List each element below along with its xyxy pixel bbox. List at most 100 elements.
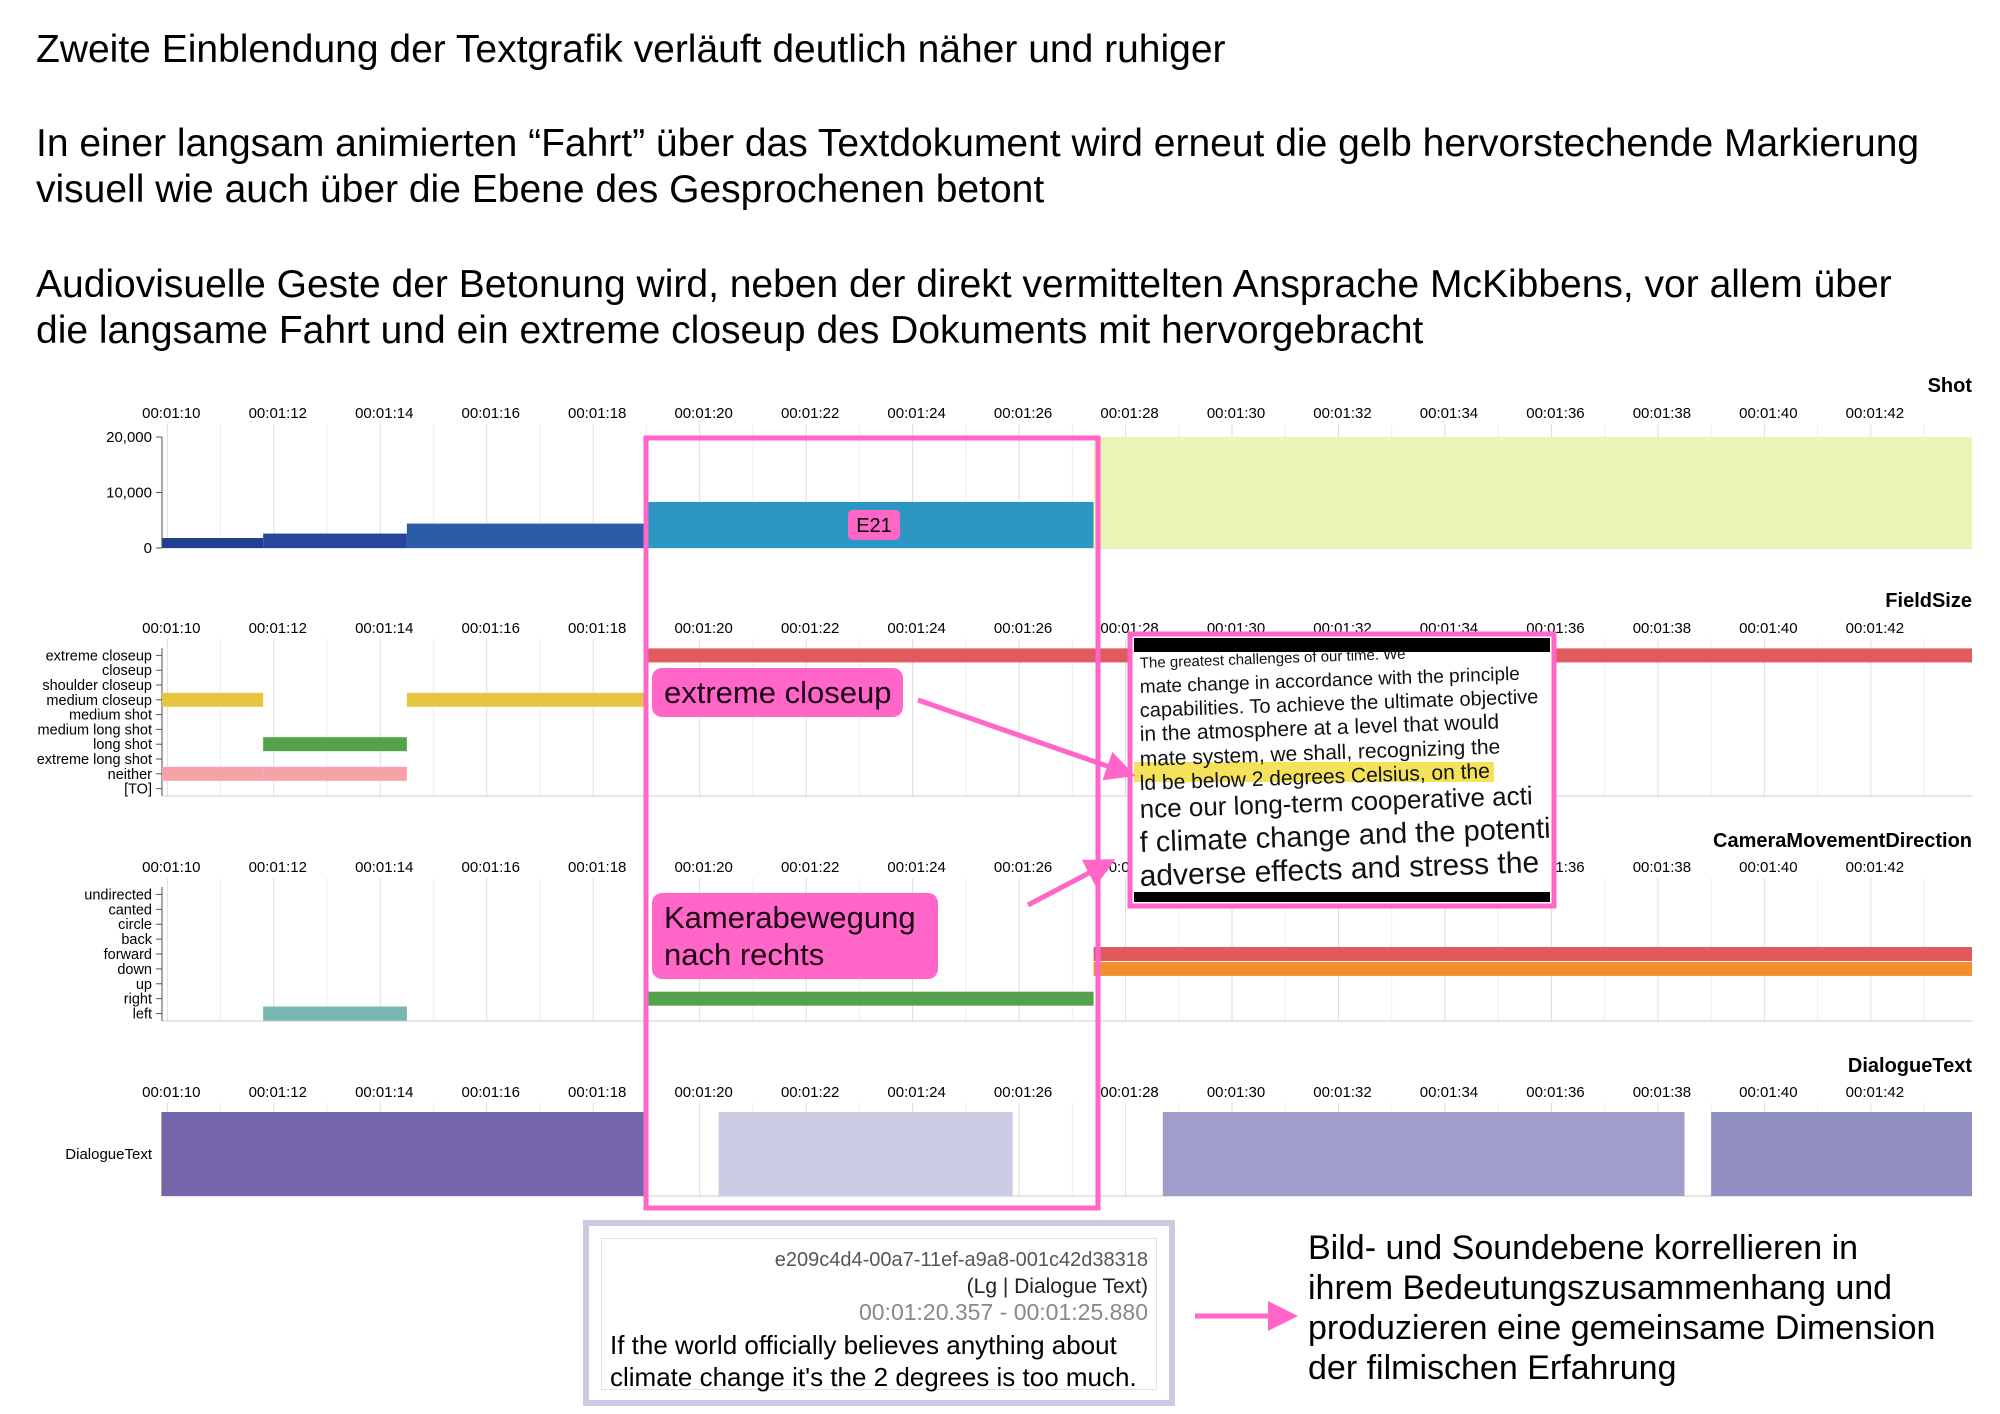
category-label: right [124, 992, 152, 1008]
category-label: down [117, 962, 152, 978]
category-label: [TO] [124, 782, 152, 798]
bar-label: E21 [856, 515, 892, 537]
category-label: forward [104, 947, 152, 963]
category-segment [263, 737, 407, 752]
category-label: extreme closeup [46, 648, 152, 664]
callout-arrow [1026, 859, 1116, 908]
time-tick-label: 00:01:24 [887, 405, 945, 422]
category-segment [263, 1006, 407, 1021]
time-tick-label: 00:01:16 [462, 859, 520, 876]
time-tick-label: 00:01:38 [1633, 405, 1691, 422]
time-tick-label: 00:01:26 [994, 620, 1052, 637]
time-tick-label: 00:01:42 [1846, 1084, 1904, 1101]
time-tick-label: 00:01:26 [994, 859, 1052, 876]
time-tick-label: 00:01:18 [568, 1084, 626, 1101]
category-label: canted [108, 902, 152, 918]
shot-bar [263, 533, 407, 548]
callout-camera-right: Kamerabewegung nach rechts [652, 893, 938, 979]
time-tick-label: 00:01:42 [1846, 859, 1904, 876]
time-tick-label: 00:01:20 [674, 1084, 732, 1101]
category-segment [406, 692, 647, 707]
category-label: medium closeup [46, 693, 152, 709]
paragraph-line: Audiovisuelle Geste der Betonung wird, n… [36, 263, 1892, 306]
time-tick-label: 00:01:22 [781, 1084, 839, 1101]
time-tick-label: 00:01:24 [887, 620, 945, 637]
y-tick-label: 0 [144, 540, 152, 557]
y-tick-label: 10,000 [106, 485, 152, 502]
conclusion-line: produzieren eine gemeinsame Dimension [1308, 1309, 1936, 1347]
time-tick-label: 00:01:12 [249, 859, 307, 876]
paragraph-line: visuell wie auch über die Ebene des Gesp… [36, 168, 1045, 211]
category-segment [162, 766, 264, 781]
dialogue-segment [718, 1112, 1013, 1196]
bar-label-bg [848, 509, 901, 540]
time-tick-label: 00:01:38 [1633, 620, 1691, 637]
conclusion-line: der filmischen Erfahrung [1308, 1349, 1677, 1387]
time-tick-label: 00:01:16 [462, 405, 520, 422]
time-tick-label: 00:01:12 [249, 1084, 307, 1101]
time-tick-label: 00:01:12 [249, 620, 307, 637]
paragraph-line: In einer langsam animierten “Fahrt” über… [36, 122, 1920, 165]
time-tick-label: 00:01:36 [1526, 405, 1584, 422]
category-label: up [136, 977, 152, 993]
time-tick-label: 00:01:22 [781, 859, 839, 876]
time-tick-label: 00:01:40 [1739, 1084, 1797, 1101]
time-tick-label: 00:01:14 [355, 620, 413, 637]
time-tick-label: 00:01:26 [994, 405, 1052, 422]
time-tick-label: 00:01:40 [1739, 620, 1797, 637]
time-tick-label: 00:01:20 [674, 859, 732, 876]
time-tick-label: 00:01:14 [355, 859, 413, 876]
category-label: long shot [93, 737, 152, 753]
time-tick-label: 00:01:24 [887, 1084, 945, 1101]
category-label: medium shot [69, 708, 152, 724]
panel-title: Shot [1928, 375, 1973, 397]
heading-line: Zweite Einblendung der Textgrafik verläu… [36, 28, 1226, 71]
shot-bar [162, 538, 264, 548]
time-tick-label: 00:01:18 [568, 620, 626, 637]
popup-id: e209c4d4-00a7-11ef-a9a8-001c42d38318 [774, 1249, 1148, 1271]
time-tick-label: 00:01:16 [462, 620, 520, 637]
time-tick-label: 00:01:20 [674, 405, 732, 422]
callout-extreme-closeup: extreme closeup [652, 668, 904, 717]
dialogue-segment [162, 1112, 647, 1196]
time-tick-label: 00:01:18 [568, 405, 626, 422]
shot-bar [1093, 437, 1972, 548]
category-label: back [121, 932, 152, 948]
popup-time: 00:01:20.357 - 00:01:25.880 [858, 1299, 1148, 1325]
category-label: medium long shot [38, 722, 152, 738]
category-label: neither [108, 767, 153, 783]
time-tick-label: 00:01:34 [1420, 1084, 1478, 1101]
time-tick-label: 00:01:10 [142, 1084, 200, 1101]
category-label: extreme long shot [37, 752, 152, 768]
category-segment [1093, 947, 1972, 961]
callout-arrow [917, 697, 1136, 781]
category-label: circle [118, 917, 152, 933]
category-segment [1093, 961, 1972, 976]
time-tick-label: 00:01:20 [674, 620, 732, 637]
category-label: undirected [84, 887, 152, 903]
conclusion-line: Bild- und Soundebene korrellieren in [1308, 1229, 1859, 1267]
conclusion-text: Bild- und Soundebene korrellieren in ihr… [1308, 1228, 1935, 1388]
time-tick-label: 00:01:40 [1739, 859, 1797, 876]
time-tick-label: 00:01:10 [142, 859, 200, 876]
time-tick-label: 00:01:40 [1739, 405, 1797, 422]
time-tick-label: 00:01:14 [355, 405, 413, 422]
category-label: left [133, 1007, 152, 1023]
time-tick-label: 00:01:36 [1526, 1084, 1584, 1101]
time-tick-label: 00:01:24 [887, 859, 945, 876]
shot-bar [406, 523, 647, 548]
dialogue-segment [1162, 1112, 1685, 1196]
time-tick-label: 00:01:42 [1846, 620, 1904, 637]
y-tick-label: 20,000 [106, 429, 152, 446]
time-tick-label: 00:01:28 [1100, 1084, 1158, 1101]
time-tick-label: 00:01:22 [781, 620, 839, 637]
time-tick-label: 00:01:18 [568, 859, 626, 876]
time-tick-label: 00:01:16 [462, 1084, 520, 1101]
time-tick-label: 00:01:14 [355, 1084, 413, 1101]
document-screenshot: The greatest challenges of our time. Wem… [1127, 631, 1557, 909]
popup-text: If the world officially believes anythin… [610, 1330, 1137, 1392]
time-tick-label: 00:01:12 [249, 405, 307, 422]
conclusion-line: ihrem Bedeutungszusammenhang und [1308, 1269, 1893, 1307]
